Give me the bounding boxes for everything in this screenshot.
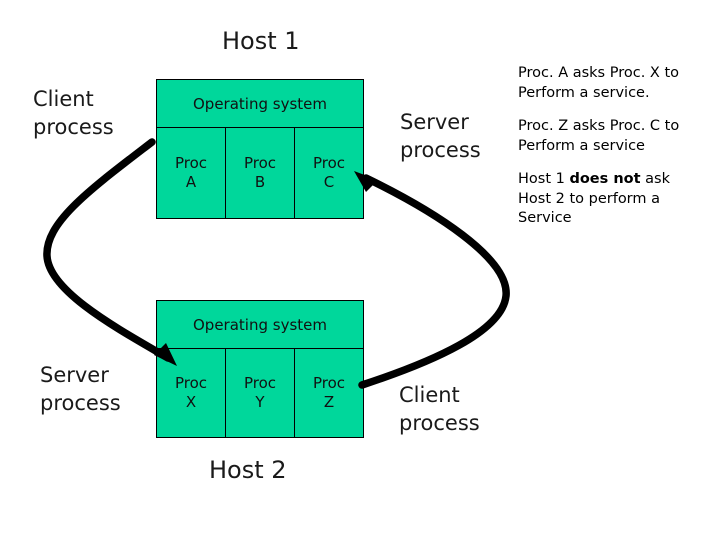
- arrow-z-to-c-path: [358, 174, 510, 389]
- note-3: Host 1 does not ask Host 2 to perform a …: [518, 170, 718, 229]
- caption-server-top-line1: Server: [400, 110, 469, 134]
- host2-process-row: Proc X Proc Y Proc Z: [157, 349, 363, 437]
- note-2: Proc. Z asks Proc. C to Perform a servic…: [518, 117, 718, 156]
- proc-z-label-line2: Z: [323, 393, 335, 411]
- caption-client-process-top: Client process: [33, 85, 114, 141]
- proc-c-label-line1: Proc: [312, 154, 346, 172]
- note-1-line2: Perform a service.: [518, 84, 650, 101]
- proc-y-label-line2: Y: [255, 393, 265, 411]
- proc-y-label-line1: Proc: [243, 374, 277, 392]
- proc-z-label-line1: Proc: [312, 374, 346, 392]
- caption-client-top-line1: Client: [33, 87, 94, 111]
- caption-server-top-line2: process: [400, 138, 481, 162]
- note-1-line1: Proc. A asks Proc. X to: [518, 65, 680, 81]
- caption-server-bottom-line1: Server: [40, 363, 109, 387]
- note-1: Proc. A asks Proc. X to Perform a servic…: [518, 64, 718, 103]
- note-3-line2: Host 2 to perform a: [518, 190, 661, 207]
- proc-a-cell[interactable]: Proc A: [157, 128, 226, 218]
- host1-title: Host 1: [222, 27, 300, 55]
- caption-server-process-top: Server process: [400, 108, 481, 164]
- caption-client-bottom-line2: process: [399, 411, 480, 435]
- proc-z-cell[interactable]: Proc Z: [295, 349, 363, 437]
- caption-client-bottom-line1: Client: [399, 383, 460, 407]
- proc-c-cell[interactable]: Proc C: [295, 128, 363, 218]
- host2-os-label: Operating system: [193, 315, 327, 334]
- proc-b-label-line2: B: [254, 173, 266, 191]
- arrow-z-to-c: [354, 171, 510, 389]
- host2-os-row: Operating system: [157, 301, 363, 349]
- host1-os-row: Operating system: [157, 80, 363, 128]
- note-3-emphasis: does not: [569, 171, 641, 187]
- proc-c-label-line2: C: [323, 173, 335, 191]
- note-3-suffix: ask: [640, 171, 670, 187]
- proc-x-label-line1: Proc: [174, 374, 208, 392]
- host2-box: Operating system Proc X Proc Y Proc Z: [156, 300, 364, 438]
- note-3-prefix: Host 1: [518, 171, 570, 187]
- caption-server-process-bottom: Server process: [40, 361, 121, 417]
- host1-box: Operating system Proc A Proc B Proc C: [156, 79, 364, 219]
- proc-b-label-line1: Proc: [243, 154, 277, 172]
- note-2-line2: Perform a service: [518, 137, 645, 154]
- note-3-line3: Service: [518, 210, 572, 226]
- proc-y-cell[interactable]: Proc Y: [226, 349, 295, 437]
- caption-client-process-bottom: Client process: [399, 381, 480, 437]
- caption-client-top-line2: process: [33, 115, 114, 139]
- proc-b-cell[interactable]: Proc B: [226, 128, 295, 218]
- arrow-a-to-x-path: [43, 138, 172, 362]
- note-2-line1: Proc. Z asks Proc. C to: [518, 118, 680, 134]
- caption-server-bottom-line2: process: [40, 391, 121, 415]
- host1-os-label: Operating system: [193, 94, 327, 113]
- proc-a-label-line1: Proc: [174, 154, 208, 172]
- host2-title: Host 2: [209, 456, 287, 484]
- proc-x-label-line2: X: [185, 393, 197, 411]
- proc-x-cell[interactable]: Proc X: [157, 349, 226, 437]
- host1-process-row: Proc A Proc B Proc C: [157, 128, 363, 218]
- proc-a-label-line2: A: [185, 173, 197, 191]
- notes-block: Proc. A asks Proc. X to Perform a servic…: [518, 64, 718, 229]
